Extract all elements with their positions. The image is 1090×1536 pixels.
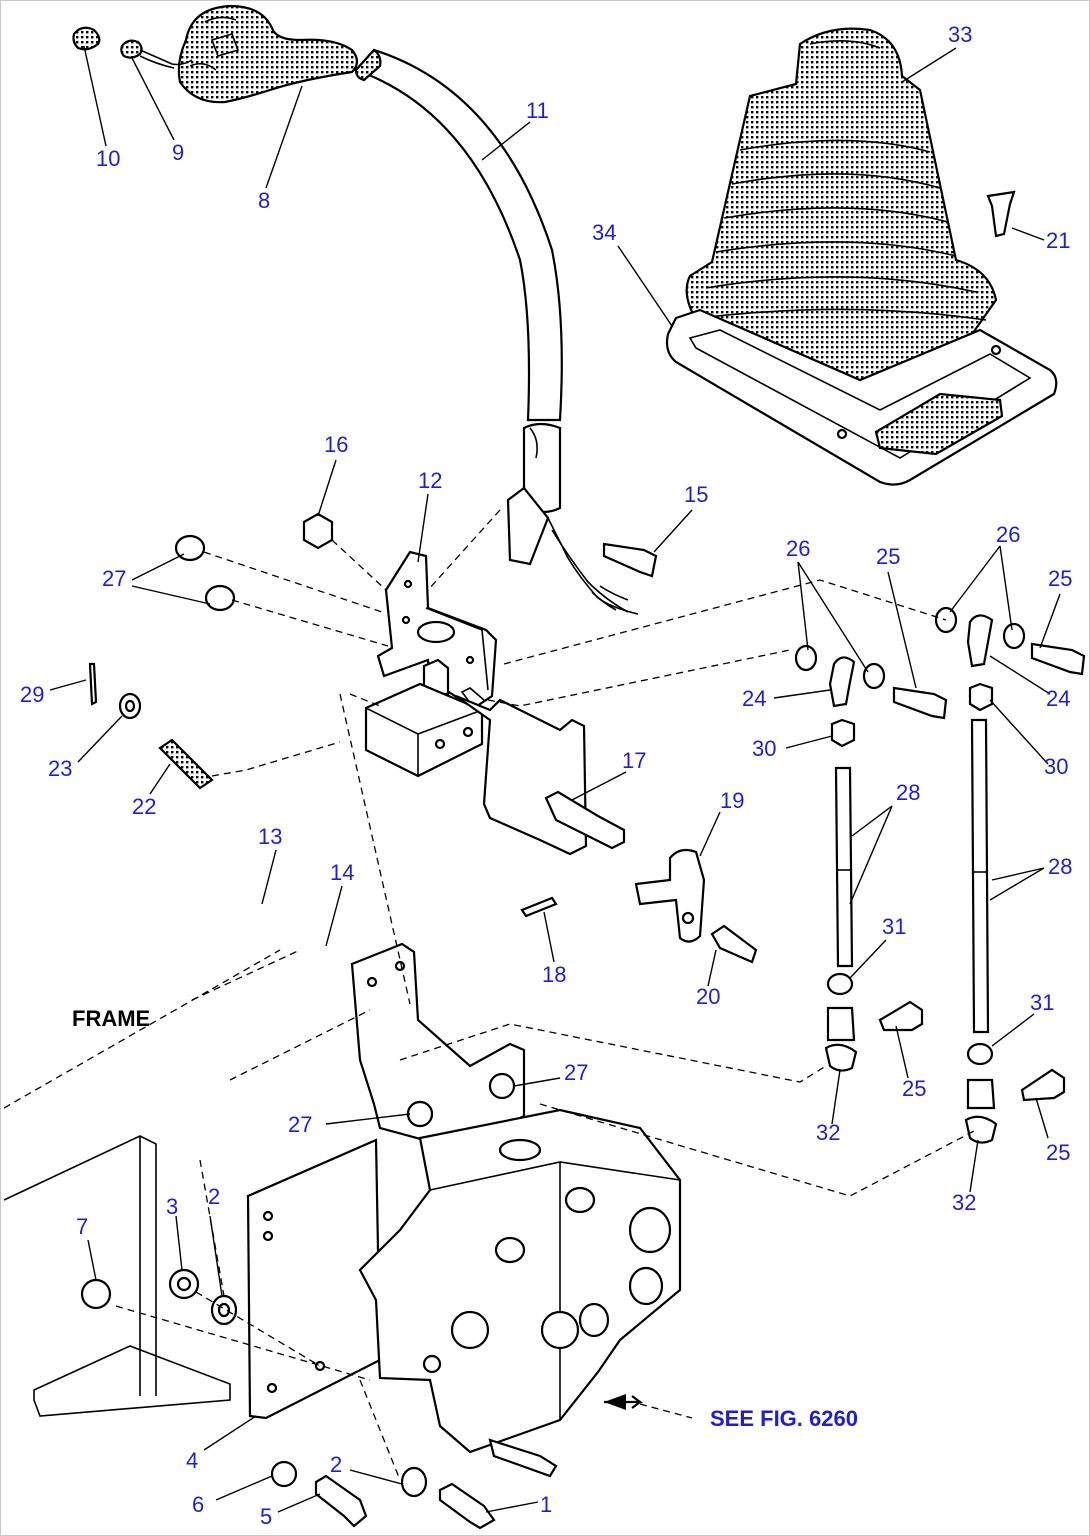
label-21: 21 [1046, 228, 1070, 253]
label-25-d: 25 [1046, 1140, 1070, 1165]
rubber-boot [685, 27, 998, 388]
label-frame: FRAME [72, 1006, 150, 1031]
label-32-left: 32 [816, 1120, 840, 1145]
label-25-a: 25 [876, 544, 900, 569]
support-bracket-part-4 [246, 942, 526, 1420]
label-33: 33 [948, 22, 972, 47]
link-part-19 [634, 848, 706, 943]
label-12: 12 [418, 468, 442, 493]
label-31-left: 31 [882, 914, 906, 939]
label-18: 18 [542, 962, 566, 987]
bushing-part-27-upper [174, 534, 236, 612]
joystick-handle [177, 4, 359, 104]
bolt-part-7 [80, 1278, 112, 1310]
button-part-9 [120, 39, 193, 69]
label-31-right: 31 [1030, 990, 1054, 1015]
label-8: 8 [258, 188, 270, 213]
label-20: 20 [696, 984, 720, 1009]
label-19: 19 [720, 788, 744, 813]
label-25-c: 25 [902, 1076, 926, 1101]
washer-part-23 [118, 692, 142, 720]
label-14: 14 [330, 860, 354, 885]
label-5: 5 [260, 1504, 272, 1529]
washer-part-6 [270, 1460, 298, 1488]
bolt-part-5 [314, 1474, 368, 1528]
label-9: 9 [172, 140, 184, 165]
label-29: 29 [20, 682, 44, 707]
label-30-right: 30 [1044, 754, 1068, 779]
label-25-b: 25 [1048, 566, 1072, 591]
label-24-right: 24 [1046, 686, 1070, 711]
label-3: 3 [166, 1194, 178, 1219]
bolt-part-20 [710, 924, 758, 964]
label-32-right: 32 [952, 1190, 976, 1215]
label-26-right: 26 [996, 522, 1020, 547]
lever-bracket [364, 550, 498, 778]
label-15: 15 [684, 482, 708, 507]
cable-tube [354, 48, 639, 615]
bushing-part-3 [168, 1268, 200, 1300]
bushing-part-27-lower [406, 1072, 516, 1128]
washer-part-2-lower [400, 1466, 428, 1498]
button-part-10 [72, 26, 101, 51]
shaft-part-17 [455, 687, 626, 856]
pin-part-29 [88, 662, 98, 706]
arrow-head-see-fig [604, 1394, 626, 1410]
callout-labels: 10 9 8 11 33 34 21 16 12 15 27 29 23 22 … [20, 22, 1072, 1529]
dashed-assembly-lines [3, 509, 977, 1481]
label-27-right: 27 [564, 1060, 588, 1085]
label-7: 7 [76, 1214, 88, 1239]
rod-assembly-left [794, 644, 948, 1072]
label-6: 6 [192, 1492, 204, 1517]
pin-part-18 [520, 896, 558, 918]
label-24-left: 24 [742, 686, 766, 711]
bolt-part-15 [602, 542, 658, 578]
label-34: 34 [592, 220, 616, 245]
label-23: 23 [48, 756, 72, 781]
label-28-left: 28 [896, 780, 920, 805]
label-26-left: 26 [786, 536, 810, 561]
label-10: 10 [96, 146, 120, 171]
label-30-left: 30 [752, 736, 776, 761]
label-17: 17 [622, 748, 646, 773]
label-27-left: 27 [288, 1112, 312, 1137]
label-2-upper: 2 [208, 1184, 220, 1209]
nut-part-16 [302, 512, 334, 550]
label-4: 4 [186, 1448, 198, 1473]
label-see-fig: SEE FIG. 6260 [710, 1406, 858, 1431]
label-1: 1 [540, 1492, 552, 1517]
bolt-part-1 [438, 1482, 496, 1530]
label-28-right: 28 [1048, 854, 1072, 879]
boot-mounting-plate [665, 308, 1058, 486]
label-13: 13 [258, 824, 282, 849]
screw-part-21 [986, 190, 1016, 238]
leader-lines [49, 45, 1061, 1513]
label-2-lower: 2 [330, 1452, 342, 1477]
rod-assembly-right [934, 606, 1086, 1144]
label-11: 11 [526, 98, 549, 123]
spring-part-22 [158, 738, 214, 790]
label-22: 22 [132, 794, 156, 819]
washer-part-2-upper [210, 1294, 238, 1326]
frame-plate [3, 1135, 231, 1417]
label-16: 16 [324, 432, 348, 457]
label-27-upper: 27 [102, 566, 126, 591]
